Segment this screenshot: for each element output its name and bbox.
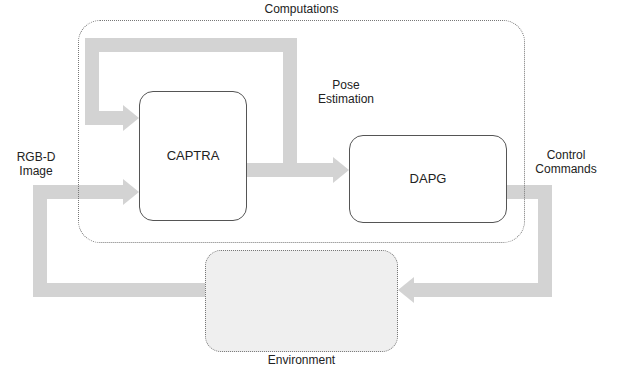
edge-label: RGB-D Image: [4, 150, 68, 178]
box-label: DAPG: [410, 171, 447, 187]
edge-label: Pose Estimation: [306, 78, 386, 106]
environment-region: Environment: [205, 250, 398, 352]
region-title: Computations: [79, 2, 524, 16]
process-box: DAPG: [349, 135, 507, 223]
region-title: Environment: [206, 353, 397, 367]
computation-region: ComputationsCAPTRADAPG: [78, 20, 525, 243]
process-box: CAPTRA: [139, 91, 247, 221]
edge-label: Control Commands: [526, 148, 606, 176]
box-label: CAPTRA: [167, 148, 220, 164]
